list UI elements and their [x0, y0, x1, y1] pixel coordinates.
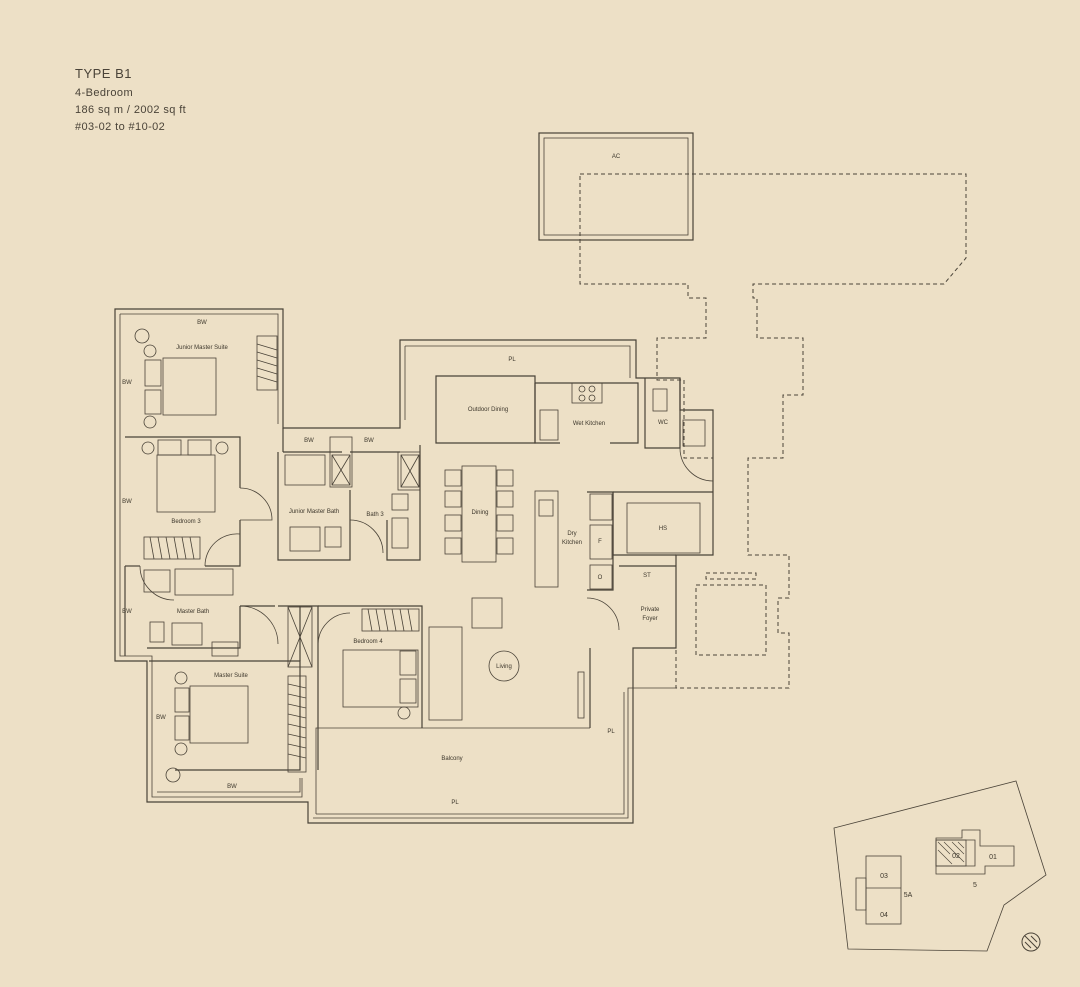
keyplan-unit-01: 01	[989, 854, 997, 861]
furniture	[134, 328, 767, 783]
label-bw-left3: BW	[122, 609, 132, 615]
label-junior-master-bath: Junior Master Bath	[289, 509, 339, 515]
label-living: Living	[496, 664, 512, 670]
label-private-foyer-1: Private	[641, 607, 660, 613]
label-balcony: Balcony	[441, 756, 462, 762]
label-bw-mid2: BW	[364, 438, 374, 444]
keyplan-unit-02: 02	[952, 853, 960, 860]
label-fridge: F	[598, 539, 602, 545]
label-master-bath: Master Bath	[177, 609, 209, 615]
label-bath3: Bath 3	[366, 512, 384, 518]
label-wet-kitchen: Wet Kitchen	[573, 421, 605, 427]
unit-type: TYPE B1	[75, 66, 132, 81]
void-outline	[579, 173, 967, 689]
interior-walls	[124, 375, 713, 771]
keyplan-block-5a: 5A	[904, 892, 913, 899]
label-pl-right: PL	[607, 729, 615, 735]
label-bw-top: BW	[197, 320, 207, 326]
label-hs: HS	[659, 526, 667, 532]
label-dry-kitchen-1: Dry	[567, 531, 576, 537]
label-bw-master-suite: BW	[156, 715, 166, 721]
label-junior-master-suite: Junior Master Suite	[176, 345, 228, 351]
label-oven: O	[598, 575, 603, 581]
label-dry-kitchen-2: Kitchen	[562, 540, 582, 546]
wardrobes	[143, 335, 420, 773]
north-arrow-icon	[1021, 932, 1041, 952]
label-master-suite: Master Suite	[214, 673, 248, 679]
label-pl-bottom: PL	[451, 800, 459, 806]
keyplan-unit-03: 03	[880, 873, 888, 880]
label-bw-mid1: BW	[304, 438, 314, 444]
label-bedroom4: Bedroom 4	[353, 639, 383, 645]
label-outdoor-dining: Outdoor Dining	[468, 407, 508, 413]
ac-ledge	[538, 132, 694, 241]
label-wc: WC	[658, 420, 669, 426]
label-pl-top: PL	[508, 357, 516, 363]
keyplan-block-5: 5	[973, 882, 977, 889]
label-bedroom3: Bedroom 3	[171, 519, 201, 525]
unit-area: 186 sq m / 2002 sq ft	[75, 104, 187, 116]
unit-numbers: #03-02 to #10-02	[75, 121, 166, 133]
doors	[139, 447, 714, 646]
label-bw-left1: BW	[122, 380, 132, 386]
unit-header: TYPE B1 4-Bedroom 186 sq m / 2002 sq ft …	[75, 66, 186, 136]
label-dining: Dining	[471, 510, 488, 516]
label-st: ST	[643, 573, 651, 579]
outer-walls	[114, 308, 714, 824]
label-ac: AC	[612, 154, 621, 160]
key-plan: 03 04 02 01 5 5A	[833, 780, 1047, 952]
label-private-foyer-2: Foyer	[642, 616, 657, 622]
label-bw-left2: BW	[122, 499, 132, 505]
unit-bedrooms: 4-Bedroom	[75, 87, 134, 99]
label-bw-bottom: BW	[227, 784, 237, 790]
keyplan-unit-04: 04	[880, 912, 888, 919]
